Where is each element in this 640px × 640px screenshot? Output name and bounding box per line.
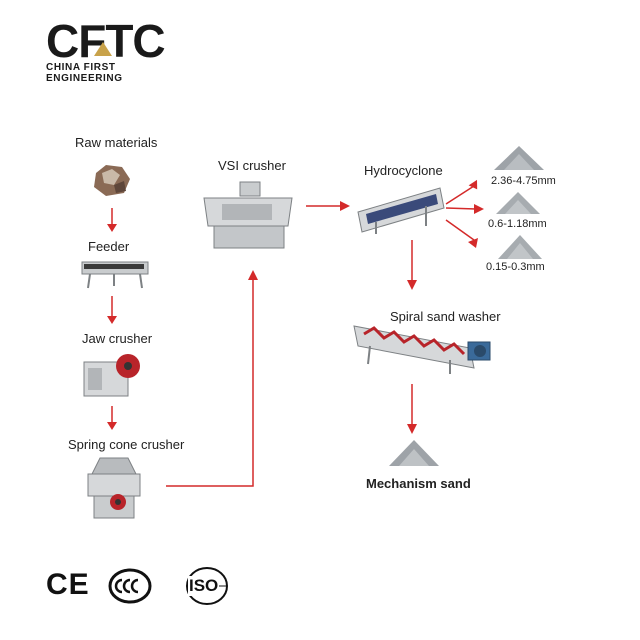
- spring-cone-crusher-label: Spring cone crusher: [68, 437, 185, 452]
- arrow-vsi-to-hydrocyclone: [306, 201, 350, 211]
- feeder-label: Feeder: [88, 239, 130, 254]
- spiral-sand-washer-label: Spiral sand washer: [390, 309, 501, 324]
- size-label-2: 0.6-1.18mm: [488, 218, 547, 230]
- vsi-crusher-label: VSI crusher: [218, 158, 286, 173]
- spiral-sand-washer-image: [353, 325, 491, 374]
- arrow-to-size-3: [445, 219, 478, 248]
- jaw-crusher-label: Jaw crusher: [82, 331, 153, 346]
- hydrocyclone-image: [357, 187, 445, 234]
- ce-icon: CE: [46, 568, 90, 602]
- sand-pile-icon-1: [494, 146, 544, 170]
- arrow-feeder-to-jaw: [107, 296, 117, 324]
- jaw-crusher-image: [83, 354, 140, 397]
- iso-icon: ISO: [184, 566, 230, 606]
- ce-icon-text: CE: [46, 568, 90, 601]
- raw-materials-label: Raw materials: [75, 135, 158, 150]
- arrow-jaw-to-cone: [107, 406, 117, 430]
- arrow-hydro-to-washer: [407, 240, 417, 290]
- size-label-3: 0.15-0.3mm: [486, 261, 545, 273]
- hydrocyclone-label: Hydrocyclone: [364, 163, 443, 178]
- spring-cone-crusher-image: [87, 457, 141, 519]
- arrow-raw-to-feeder: [107, 208, 117, 232]
- arrow-to-size-1: [445, 179, 478, 205]
- brand-logo: CFTC CHINA FIRST ENGINEERING: [46, 15, 186, 84]
- mechanism-sand-label: Mechanism sand: [366, 476, 471, 491]
- arrow-washer-to-sand: [407, 384, 417, 434]
- raw-materials-image: [94, 165, 130, 196]
- arrow-to-size-2: [445, 204, 484, 214]
- size-label-1: 2.36-4.75mm: [491, 175, 556, 187]
- sand-pile-icon-3: [498, 235, 542, 259]
- iso-icon-text: ISO: [188, 576, 220, 596]
- logo-tagline: CHINA FIRST ENGINEERING: [46, 62, 123, 84]
- mechanism-sand-pile-icon: [389, 440, 439, 466]
- sand-pile-icon-2: [496, 192, 540, 214]
- ccc-icon: [108, 568, 152, 604]
- arrow-cone-to-vsi: [166, 270, 258, 487]
- feeder-image: [81, 261, 149, 289]
- vsi-crusher-image: [203, 181, 293, 249]
- logo-wordmark: CFTC: [46, 15, 166, 67]
- logo-triangle-icon: [94, 42, 112, 56]
